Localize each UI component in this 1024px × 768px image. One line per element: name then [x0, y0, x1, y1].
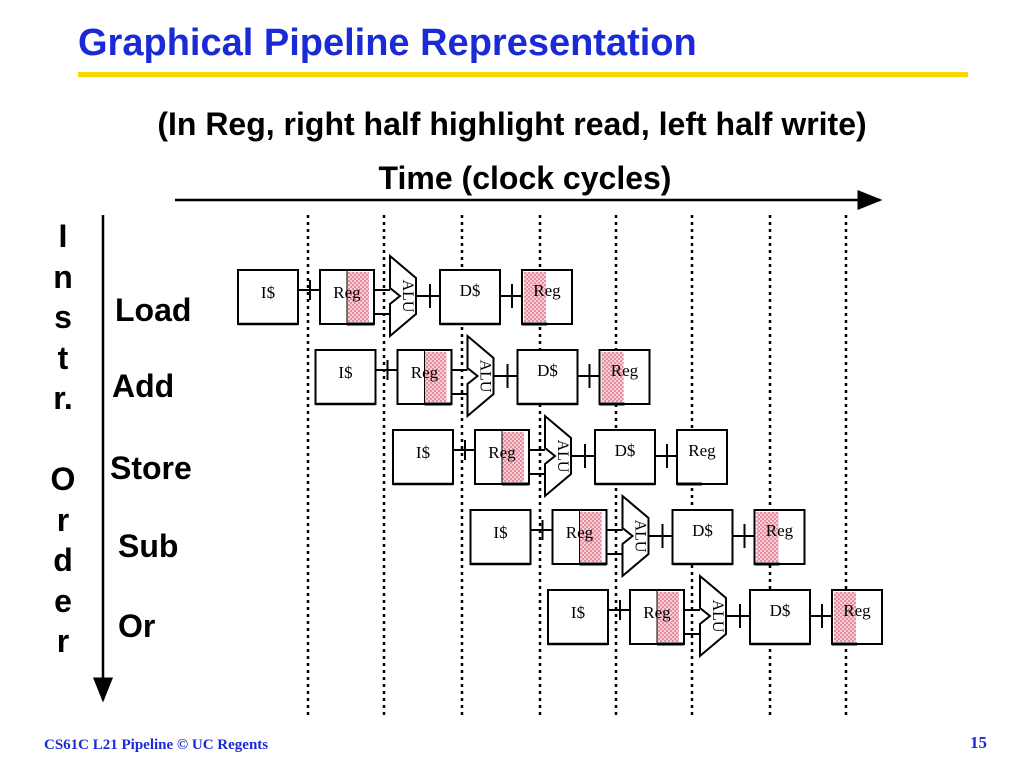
instr-label-load: Load	[115, 292, 192, 328]
instr-label-sub: Sub	[118, 528, 179, 564]
dmem-label: D$	[770, 601, 791, 620]
connector	[416, 284, 440, 308]
dmem-label: D$	[692, 521, 713, 540]
reg-read-highlight	[579, 512, 602, 562]
order-letter: n	[53, 258, 73, 295]
reg-label: Reg	[333, 283, 361, 302]
reg-label: Reg	[611, 361, 639, 380]
alu-shape	[466, 333, 495, 419]
reg-label: Reg	[533, 281, 561, 300]
order-letter: e	[54, 582, 72, 619]
alu-label: ALU	[709, 600, 726, 633]
reg-label: Reg	[411, 363, 439, 382]
connector	[453, 440, 475, 460]
reg-read-highlight	[657, 592, 679, 642]
alu-shape	[699, 573, 727, 659]
reg-label: Reg	[488, 443, 516, 462]
reg-write-highlight	[756, 512, 779, 562]
pipeline-row-sub: I$ Reg ALU D$ Reg	[469, 493, 806, 579]
order-letter: I	[58, 218, 68, 254]
connector	[529, 449, 545, 475]
connector	[571, 444, 595, 468]
connector	[530, 520, 553, 540]
reg-label: Reg	[688, 441, 716, 460]
pipeline-row-load: I$ Reg ALU D$ Reg	[237, 253, 573, 339]
reg-label: Reg	[766, 521, 794, 540]
connector	[608, 600, 630, 620]
dmem-label: D$	[537, 361, 558, 380]
imem-label: I$	[571, 603, 585, 622]
connector	[298, 280, 320, 300]
alu-label: ALU	[554, 440, 571, 473]
dmem-label: D$	[460, 281, 481, 300]
imem-label: I$	[416, 443, 430, 462]
connector	[732, 524, 755, 548]
alu-label: ALU	[632, 520, 649, 553]
reg-box-write	[676, 429, 728, 485]
imem-label: I$	[493, 523, 507, 542]
imem-label: I$	[338, 363, 352, 382]
connector	[500, 284, 522, 308]
alu-label: ALU	[399, 280, 416, 313]
connector	[451, 369, 468, 395]
reg-label: Reg	[566, 523, 594, 542]
dmem-box	[516, 349, 579, 405]
alu-shape	[389, 253, 417, 339]
alu-shape	[621, 493, 650, 579]
order-letter: r	[56, 501, 70, 538]
slide-title: Graphical Pipeline Representation	[78, 22, 697, 64]
instr-label-store: Store	[110, 450, 192, 486]
connector	[375, 360, 398, 380]
order-letter: r	[56, 623, 70, 659]
connector	[606, 529, 623, 555]
instr-label-add: Add	[112, 368, 175, 404]
reg-write-highlight	[834, 592, 856, 642]
connector	[726, 604, 750, 628]
instr-label-or: Or	[118, 608, 156, 644]
connector	[577, 364, 600, 388]
alu-shape	[544, 413, 572, 499]
connector	[374, 289, 390, 315]
connector	[810, 604, 832, 628]
time-axis-label: Time (clock cycles)	[378, 160, 672, 196]
connector	[648, 524, 673, 548]
order-letter: r.	[53, 380, 73, 416]
pipeline-row-store: I$ Reg ALU D$ Reg	[392, 413, 728, 499]
order-letter: s	[54, 299, 72, 335]
reg-label: Reg	[643, 603, 671, 622]
connector	[493, 364, 518, 388]
title-underline	[78, 72, 968, 77]
reg-read-highlight	[347, 272, 369, 322]
footer-text: CS61C L21 Pipeline © UC Regents	[44, 737, 269, 753]
imem-box	[314, 349, 377, 405]
order-letter: d	[53, 542, 73, 578]
reg-read-highlight	[502, 432, 524, 482]
reg-write-highlight	[524, 272, 546, 322]
reg-write-highlight	[601, 352, 624, 402]
imem-label: I$	[261, 283, 275, 302]
reg-read-highlight	[424, 352, 447, 402]
order-letter: O	[50, 461, 76, 497]
page-number: 15	[970, 733, 987, 752]
order-letter: t	[57, 339, 69, 376]
slide-subtitle: (In Reg, right half highlight read, left…	[157, 106, 867, 142]
connector	[655, 444, 677, 468]
pipeline-row-add: I$ Reg ALU D$ Reg	[314, 333, 651, 419]
dmem-label: D$	[615, 441, 636, 460]
reg-label: Reg	[843, 601, 871, 620]
instruction-order-label: I n s t r. O r d e r	[40, 216, 86, 662]
alu-label: ALU	[477, 360, 494, 393]
connector	[684, 609, 700, 635]
pipeline-row-or: I$ Reg ALU D$ Reg	[547, 573, 883, 659]
imem-box	[392, 429, 454, 485]
